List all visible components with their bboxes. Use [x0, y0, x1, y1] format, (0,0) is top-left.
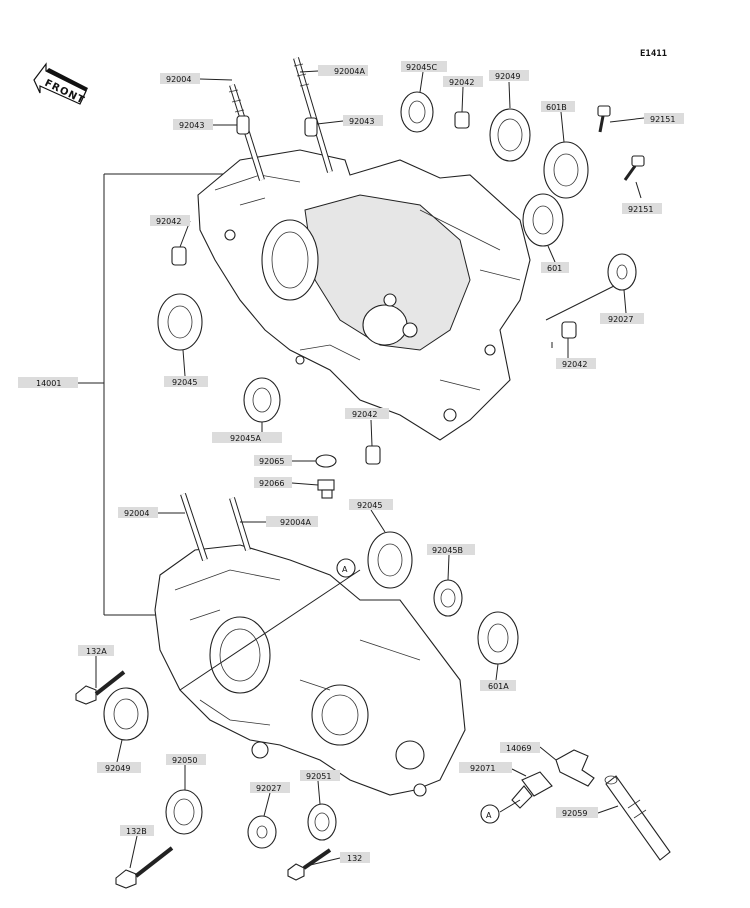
washer-92065 — [315, 454, 337, 468]
bearing-92045-left — [157, 293, 203, 351]
label-92004A-top: 92004A — [334, 67, 365, 76]
label-92027-right: 92027 — [608, 315, 633, 324]
label-92027-bottom: 92027 — [256, 784, 281, 793]
label-92045C: 92045C — [406, 63, 437, 72]
stud-92004-lower — [180, 493, 208, 561]
label-92049-top: 92049 — [495, 72, 520, 81]
label-92004-top: 92004 — [166, 75, 191, 84]
svg-text:A: A — [486, 811, 492, 820]
label-92042-mid: 92042 — [352, 410, 377, 419]
oil-seal-92051 — [307, 803, 337, 841]
label-92042-right: 92042 — [562, 360, 587, 369]
label-92071: 92071 — [470, 764, 495, 773]
dowel-92043-right — [304, 117, 318, 137]
ref-marker-a-lower: A — [480, 804, 500, 824]
stud-92004A-upper — [293, 57, 333, 173]
bearing-601B — [543, 141, 589, 199]
bearing-92045-bottom — [367, 531, 413, 589]
label-132A: 132A — [86, 647, 107, 656]
label-92049-bottom: 92049 — [105, 764, 130, 773]
oil-seal-92050 — [165, 789, 203, 835]
label-92043-right: 92043 — [349, 117, 374, 126]
bearing-601 — [522, 193, 564, 247]
oil-seal-92049-top — [489, 108, 531, 162]
label-92066: 92066 — [259, 479, 284, 488]
dowel-92042-left — [171, 246, 187, 266]
washer-92027-right — [607, 253, 637, 291]
label-92045A: 92045A — [230, 434, 261, 443]
front-arrow-icon: FRONT — [33, 62, 88, 107]
label-92050: 92050 — [172, 756, 197, 765]
dowel-92043-left — [236, 115, 250, 135]
label-92051: 92051 — [306, 772, 331, 781]
svg-text:A: A — [342, 565, 348, 574]
label-132B: 132B — [126, 827, 147, 836]
upper-crankcase-half — [197, 149, 531, 441]
label-92042-top: 92042 — [449, 78, 474, 87]
label-92151-a: 92151 — [650, 115, 675, 124]
bolt-132A — [75, 670, 126, 705]
bearing-92045A — [243, 377, 281, 423]
plug-92066 — [317, 479, 335, 499]
lower-crankcase-half — [154, 544, 466, 797]
label-92151-b: 92151 — [628, 205, 653, 214]
label-601B: 601B — [546, 103, 567, 112]
label-92045B: 92045B — [432, 546, 463, 555]
bearing-92045B — [433, 579, 463, 617]
label-92045-bottom: 92045 — [357, 501, 382, 510]
label-92065: 92065 — [259, 457, 284, 466]
stud-92004A-lower — [229, 497, 251, 551]
hose-fitting-14069 — [555, 749, 595, 787]
label-92004A-bottom: 92004A — [280, 518, 311, 527]
label-92004-bottom: 92004 — [124, 509, 149, 518]
bolt-92151-a — [597, 105, 611, 133]
dowel-92042-mid — [365, 445, 381, 465]
label-92059: 92059 — [562, 809, 587, 818]
oil-seal-92049-bottom — [103, 687, 149, 741]
washer-92027-bottom — [247, 815, 277, 849]
bearing-601A — [477, 611, 519, 665]
dowel-92042-top — [454, 111, 470, 129]
hose-92059 — [604, 775, 671, 861]
part-labels: 92004 92004A 92045C 92042 92049 601B 921… — [18, 61, 684, 863]
label-601A: 601A — [488, 682, 509, 691]
label-92045-left: 92045 — [172, 378, 197, 387]
label-92042-left: 92042 — [156, 217, 181, 226]
diagram-code: E1411 — [640, 49, 667, 59]
bearing-92045C — [400, 91, 434, 133]
label-601: 601 — [547, 264, 562, 273]
bolt-92151-b — [623, 155, 645, 181]
dowel-92042-right — [561, 321, 577, 339]
bolt-132B — [115, 846, 174, 889]
label-14069: 14069 — [506, 744, 531, 753]
clamp-92071 — [511, 771, 553, 809]
label-92043-left: 92043 — [179, 121, 204, 130]
label-132: 132 — [347, 854, 362, 863]
ref-marker-a-upper: A — [336, 558, 356, 578]
label-14001: 14001 — [36, 379, 61, 388]
leader-lines — [95, 70, 645, 869]
